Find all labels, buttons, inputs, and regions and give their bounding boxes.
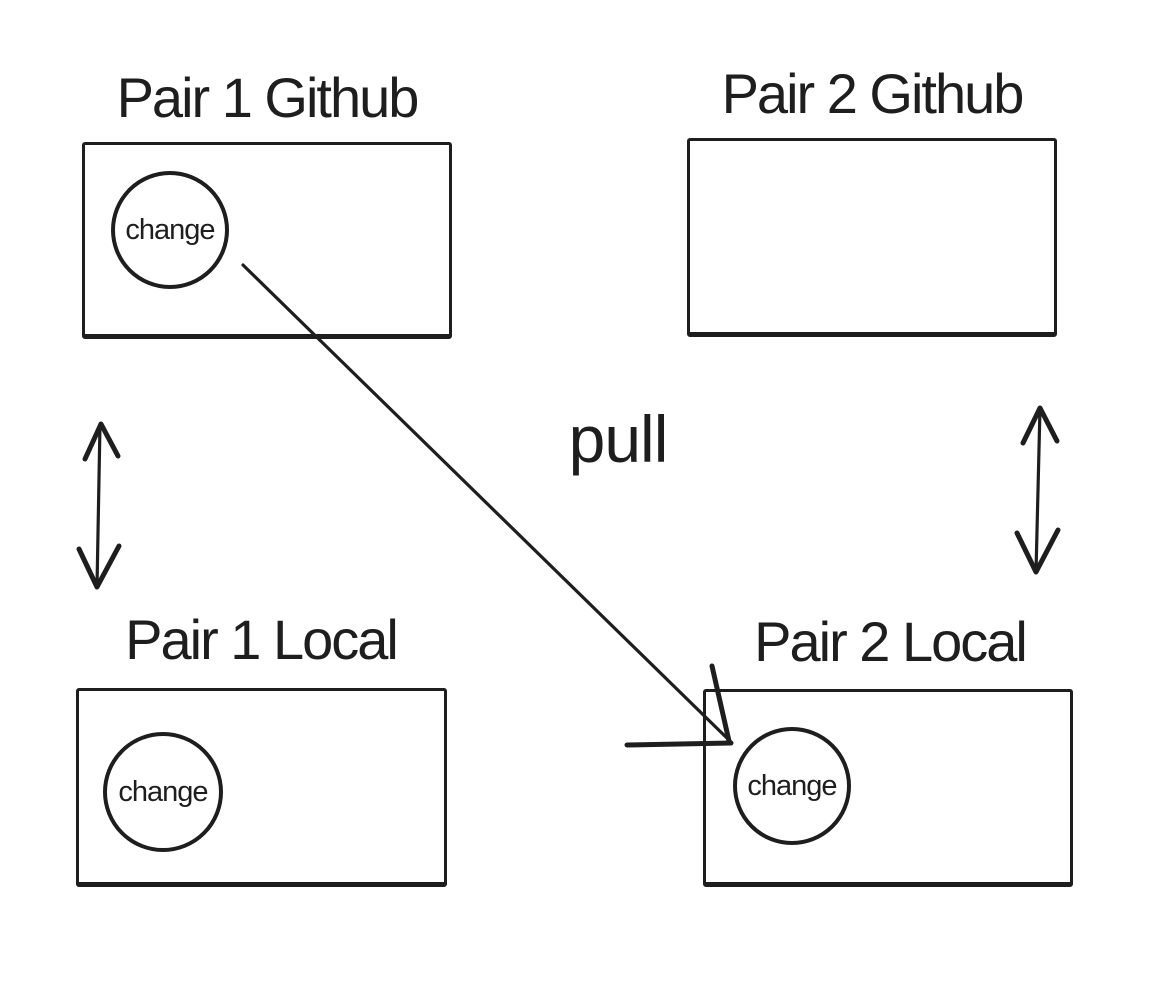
right-sync-double-arrow: [1014, 405, 1061, 575]
left-sync-arrowhead-bottom: [76, 543, 122, 590]
pair1-local-change-circle: change: [103, 732, 223, 852]
pair2-github-box: [687, 138, 1057, 337]
pair1-local-title: Pair 1 Local: [125, 608, 399, 671]
pair1-github-title: Pair 1 Github: [116, 66, 420, 129]
pair2-github-title: Pair 2 Github: [721, 62, 1025, 125]
left-sync-double-arrow: [76, 421, 122, 590]
pair1-github-change-circle: change: [111, 171, 229, 289]
right-sync-arrowhead-top: [1020, 405, 1060, 446]
pair2-local-change-circle: change: [733, 727, 851, 845]
left-sync-arrow-shaft: [95, 422, 102, 589]
pair2-local-change-label: change: [747, 769, 837, 802]
right-sync-arrowhead-bottom: [1014, 527, 1061, 575]
pair1-local-change-label: change: [118, 775, 208, 808]
pull-arrow-label: pull: [568, 402, 669, 476]
pair2-local-title: Pair 2 Local: [754, 610, 1028, 673]
pair1-github-change-label: change: [125, 213, 215, 246]
left-sync-arrowhead-top: [82, 421, 121, 462]
right-sync-arrow-shaft: [1034, 406, 1042, 574]
